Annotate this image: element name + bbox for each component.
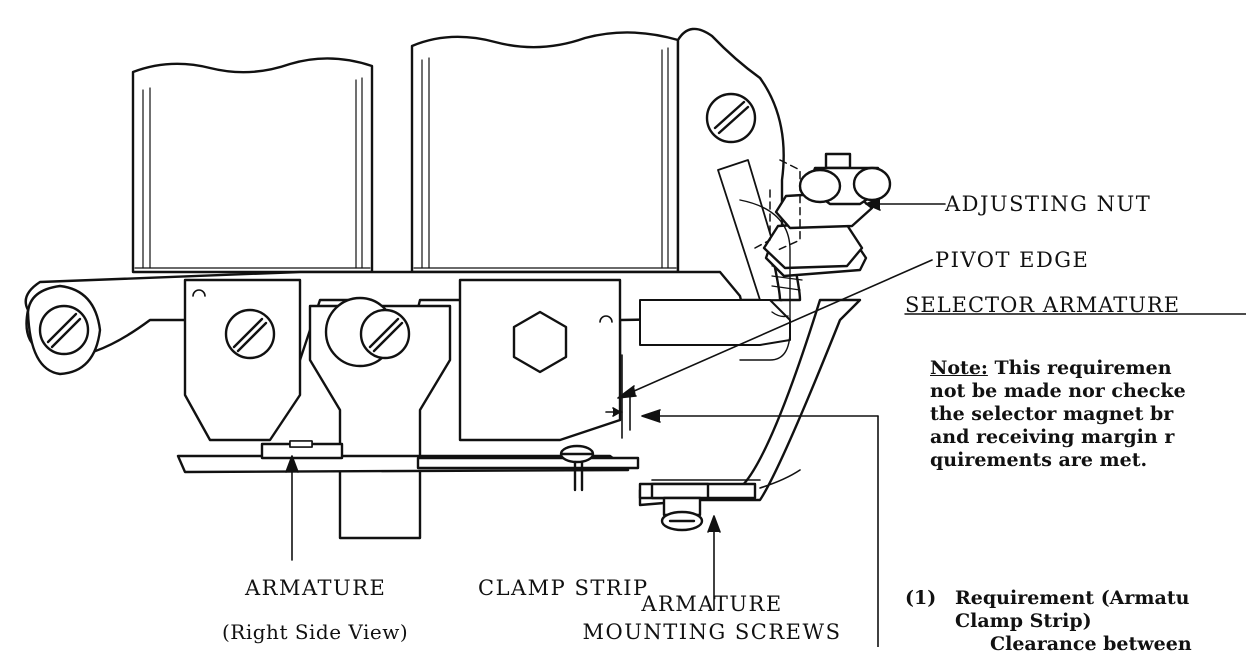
label-pivot-edge: PIVOT EDGE bbox=[935, 248, 1090, 272]
label-armature-mounting-screws-line1: ARMATURE bbox=[641, 592, 783, 616]
view-caption: (Right Side View) bbox=[222, 620, 409, 644]
left-magnet-coil bbox=[131, 57, 374, 274]
note-line-5: quirements are met. bbox=[930, 449, 1148, 471]
label-clamp-strip: CLAMP STRIP bbox=[478, 576, 649, 600]
clamp-strip bbox=[416, 444, 640, 492]
bracket-plate bbox=[676, 27, 791, 302]
armature-mark bbox=[289, 440, 313, 448]
label-armature-mounting-screws-line2: MOUNTING SCREWS bbox=[582, 620, 842, 644]
pole-pieces bbox=[183, 278, 622, 442]
section-title: SELECTOR ARMATURE bbox=[905, 293, 1181, 317]
note-line-4: and receiving margin r bbox=[930, 426, 1175, 448]
armature-hinge-block bbox=[308, 296, 452, 540]
requirement-number: (1) bbox=[905, 587, 937, 609]
note-line-2: not be made nor checke bbox=[930, 380, 1186, 402]
requirement-line-1: Requirement (Armatu bbox=[955, 587, 1190, 609]
mounting-screw bbox=[650, 482, 710, 532]
requirement-line-2: Clamp Strip) bbox=[955, 610, 1092, 632]
note-line-1: This requiremen bbox=[987, 357, 1172, 379]
label-adjusting-nut: ADJUSTING NUT bbox=[945, 192, 1152, 216]
note-paragraph: Note: This requiremen bbox=[930, 358, 1172, 379]
requirement-line-3: Clearance between bbox=[990, 633, 1192, 655]
leader-lines bbox=[285, 197, 946, 647]
note-line-3: the selector magnet br bbox=[930, 403, 1174, 425]
right-magnet-coil bbox=[410, 31, 680, 274]
note-label: Note: bbox=[930, 357, 988, 379]
adjusting-screw-assembly bbox=[639, 152, 892, 361]
label-armature: ARMATURE bbox=[245, 576, 387, 600]
